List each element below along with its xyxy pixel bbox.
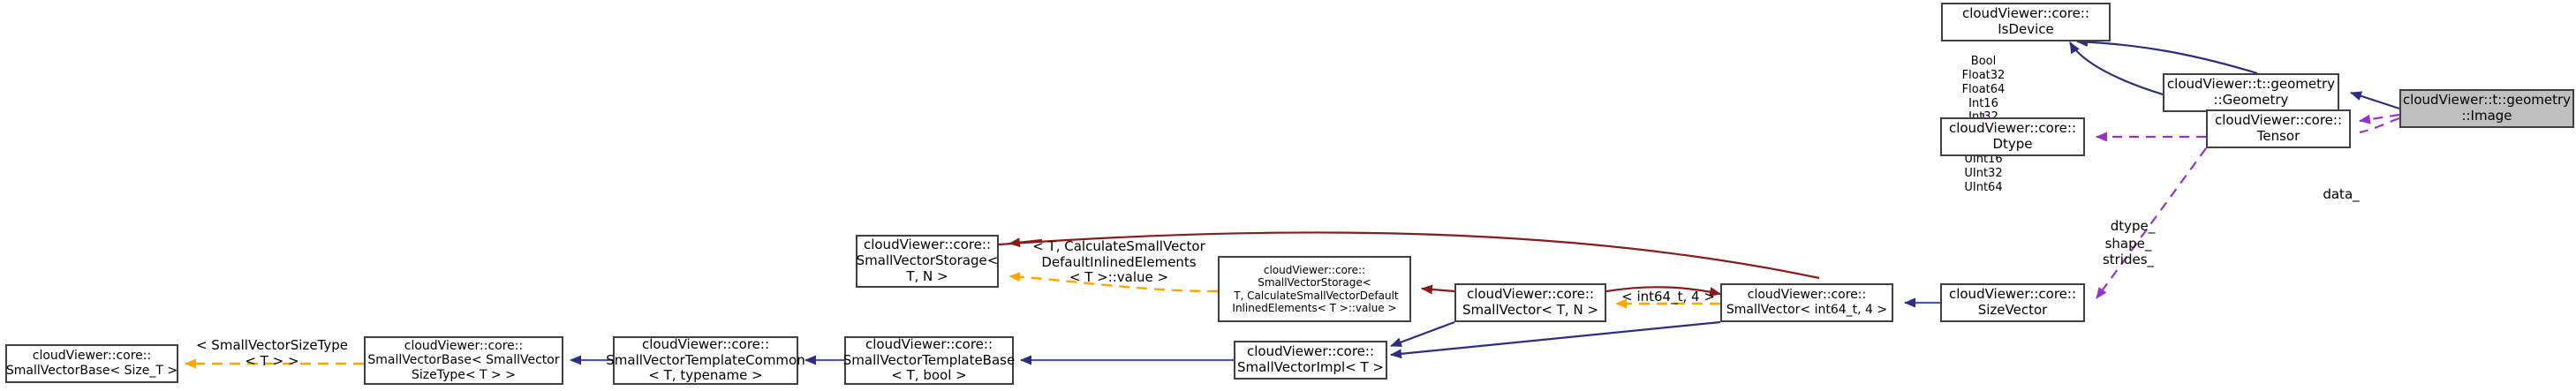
node-small-vector-base-size-t[interactable]: cloudViewer::core:: SmallVectorBase< Siz… xyxy=(5,344,178,383)
node-label: cloudViewer::t::geometry ::Geometry xyxy=(2166,76,2336,108)
node-small-vector-impl[interactable]: cloudViewer::core:: SmallVectorImpl< T > xyxy=(1234,341,1387,380)
node-image[interactable]: cloudViewer::t::geometry ::Image xyxy=(2399,89,2574,128)
node-label: cloudViewer::core:: SmallVector< T, N > xyxy=(1462,286,1599,318)
edge-label-calculate-small-vector-default: < T, CalculateSmallVector DefaultInlined… xyxy=(1032,238,1205,286)
node-label: cloudViewer::core:: SmallVectorImpl< T > xyxy=(1236,343,1385,375)
node-label: cloudViewer::core:: Dtype xyxy=(1948,120,2077,152)
edge-label-shape-strides-fields: shape_ strides_ xyxy=(2102,236,2155,267)
node-geometry[interactable]: cloudViewer::t::geometry ::Geometry xyxy=(2163,73,2339,112)
node-small-vector-base-sizetype[interactable]: cloudViewer::core:: SmallVectorBase< Sma… xyxy=(364,336,563,385)
node-label: cloudViewer::core:: IsDevice xyxy=(1961,5,2090,37)
node-is-device[interactable]: cloudViewer::core:: IsDevice xyxy=(1941,3,2111,41)
node-label: cloudViewer::core:: Tensor xyxy=(2214,112,2343,144)
node-dtype[interactable]: cloudViewer::core:: Dtype xyxy=(1940,117,2085,156)
node-small-vector-storage-default[interactable]: cloudViewer::core:: SmallVectorStorage< … xyxy=(1218,256,1411,322)
node-label: cloudViewer::core:: SmallVectorTemplateB… xyxy=(842,335,1016,384)
node-label: cloudViewer::t::geometry ::Image xyxy=(2402,92,2572,124)
node-tensor[interactable]: cloudViewer::core:: Tensor xyxy=(2206,109,2351,148)
edge-label-int64-t-4: < int64_t, 4 > xyxy=(1621,289,1715,305)
edge-label-dtype-field: dtype_ xyxy=(2110,218,2156,234)
node-label: cloudViewer::core:: SmallVectorBase< Sma… xyxy=(367,338,560,382)
node-small-vector-storage-t-n[interactable]: cloudViewer::core:: SmallVectorStorage< … xyxy=(856,235,999,288)
node-label: cloudViewer::core:: SmallVectorTemplateC… xyxy=(606,335,805,384)
node-small-vector-t-n[interactable]: cloudViewer::core:: SmallVector< T, N > xyxy=(1454,283,1606,322)
node-label: cloudViewer::core:: SmallVector< int64_t… xyxy=(1726,288,1888,317)
node-label: cloudViewer::core:: SmallVectorStorage< … xyxy=(856,237,999,284)
edge-label-small-vector-size-type: < SmallVectorSizeType < T > > xyxy=(195,337,349,369)
node-label: cloudViewer::core:: SmallVectorStorage< … xyxy=(1232,264,1399,314)
node-small-vector-template-base[interactable]: cloudViewer::core:: SmallVectorTemplateB… xyxy=(842,335,1016,385)
node-small-vector-int64-4[interactable]: cloudViewer::core:: SmallVector< int64_t… xyxy=(1720,283,1893,322)
node-size-vector[interactable]: cloudViewer::core:: SizeVector xyxy=(1940,283,2085,322)
edge-label-data-field: data_ xyxy=(2323,186,2360,202)
node-small-vector-template-common[interactable]: cloudViewer::core:: SmallVectorTemplateC… xyxy=(606,336,805,385)
node-label: cloudViewer::core:: SizeVector xyxy=(1948,286,2077,318)
node-label: cloudViewer::core:: SmallVectorBase< Siz… xyxy=(5,349,178,378)
